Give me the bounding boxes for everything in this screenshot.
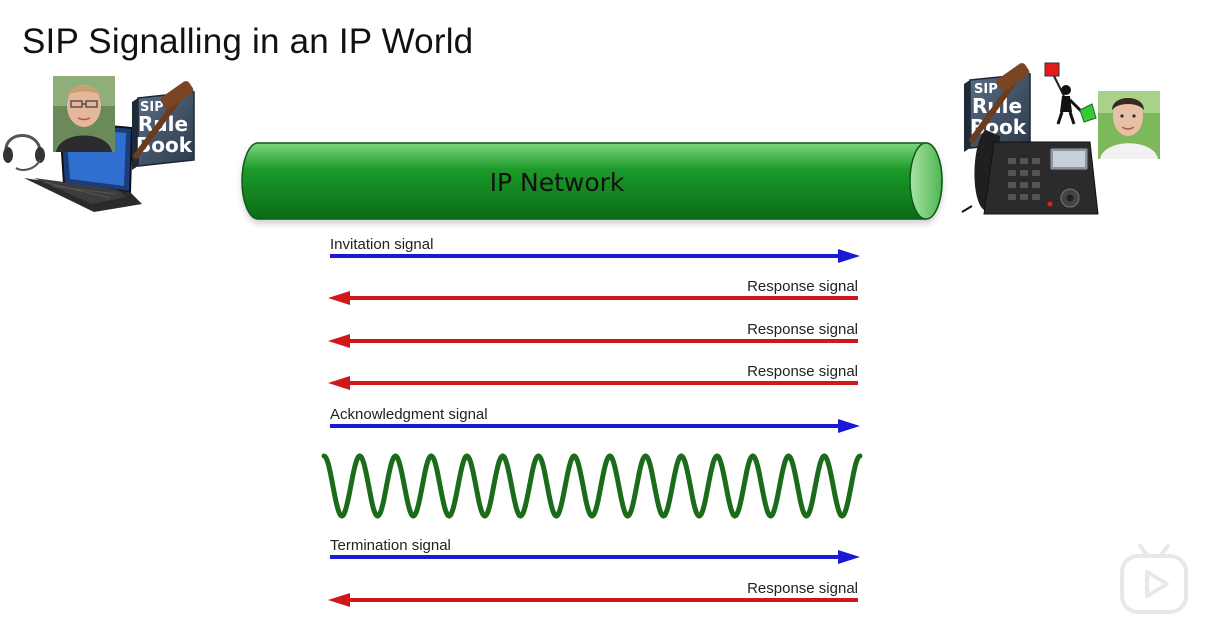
rulebook-gavel-icon: SIP Rule Book	[132, 81, 195, 170]
desk-phone-icon	[961, 130, 1099, 215]
media-stream-wave	[321, 453, 863, 519]
signal-label: Response signal	[747, 321, 858, 338]
signal-arrow-2: Response signal	[328, 278, 858, 305]
signal-arrow-5: Acknowledgment signal	[330, 406, 860, 433]
signal-arrow-1: Invitation signal	[330, 236, 860, 263]
left-person-photo	[53, 76, 115, 152]
signal-arrow-head	[328, 593, 350, 607]
page-title: SIP Signalling in an IP World	[22, 22, 474, 61]
signal-arrow-6: Termination signal	[330, 537, 860, 564]
signal-arrow-head	[838, 249, 860, 263]
signal-label: Invitation signal	[330, 236, 433, 253]
rulebook-gavel-icon-right: SIP Rule Book	[964, 63, 1031, 152]
ip-network-label: IP Network	[490, 168, 625, 197]
play-logo-icon	[1120, 544, 1188, 614]
signal-arrow-head	[838, 550, 860, 564]
signal-arrow-head	[328, 376, 350, 390]
rulebook-right-line1: SIP	[974, 82, 998, 97]
ip-network-pipe	[241, 142, 943, 220]
signal-arrow-7: Response signal	[328, 580, 858, 607]
signal-flags-icon	[1044, 62, 1097, 125]
signal-arrow-3: Response signal	[328, 321, 858, 348]
signal-label: Response signal	[747, 363, 858, 380]
signal-label: Termination signal	[330, 537, 451, 554]
media-wave-path	[321, 453, 863, 519]
rulebook-line1: SIP	[140, 100, 164, 115]
headset-icon	[3, 134, 45, 171]
signal-arrow-head	[328, 334, 350, 348]
signal-arrow-head	[838, 419, 860, 433]
signal-label: Response signal	[747, 278, 858, 295]
signal-label: Acknowledgment signal	[330, 406, 488, 423]
right-person-photo	[1098, 91, 1160, 159]
signal-arrow-4: Response signal	[328, 363, 858, 390]
signal-arrow-head	[328, 291, 350, 305]
signal-label: Response signal	[747, 580, 858, 597]
